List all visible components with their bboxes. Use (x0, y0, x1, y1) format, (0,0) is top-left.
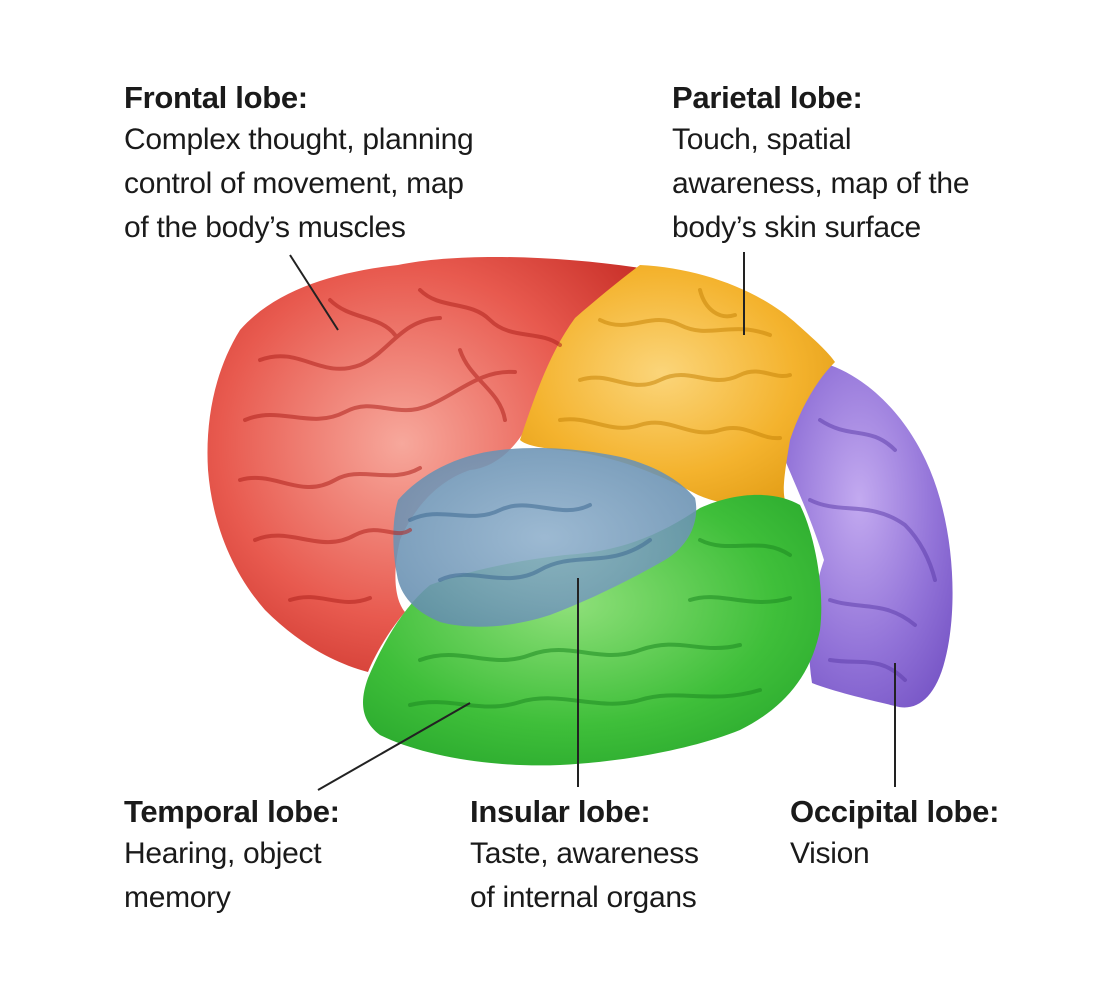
temporal-desc-line: Hearing, object (124, 837, 322, 870)
temporal-lobe-title: Temporal lobe: (124, 794, 340, 829)
frontal-leader-line (289, 254, 339, 331)
frontal-lobe-title: Frontal lobe: (124, 80, 308, 115)
frontal-desc-line: control of movement, map (124, 167, 464, 200)
temporal-leader-line (317, 702, 471, 791)
parietal-desc-line: Touch, spatial (672, 123, 852, 156)
occipital-desc-line: Vision (790, 837, 870, 870)
occipital-lobe-label: Occipital lobe: Vision (790, 792, 999, 876)
insular-lobe-label: Insular lobe: Taste, awareness of intern… (470, 792, 699, 920)
frontal-desc-line: of the body’s muscles (124, 211, 406, 244)
temporal-lobe-description: Hearing, object memory (124, 832, 340, 920)
parietal-desc-line: body’s skin surface (672, 211, 921, 244)
frontal-lobe-description: Complex thought, planning control of mov… (124, 118, 474, 250)
leader-lines (289, 252, 896, 791)
parietal-lobe-region (520, 265, 835, 505)
occipital-lobe-title: Occipital lobe: (790, 794, 1000, 829)
parietal-desc-line: awareness, map of the (672, 167, 970, 200)
insular-lobe-region (393, 447, 697, 627)
temporal-desc-line: memory (124, 881, 231, 914)
frontal-lobe-label: Frontal lobe: Complex thought, planning … (124, 78, 474, 250)
parietal-lobe-title: Parietal lobe: (672, 80, 863, 115)
parietal-lobe-description: Touch, spatial awareness, map of the bod… (672, 118, 970, 250)
insular-desc-line: of internal organs (470, 881, 697, 914)
occipital-lobe-description: Vision (790, 832, 999, 876)
insular-lobe-description: Taste, awareness of internal organs (470, 832, 699, 920)
temporal-lobe-label: Temporal lobe: Hearing, object memory (124, 792, 340, 920)
brain-folds (238, 288, 937, 709)
insular-lobe-title: Insular lobe: (470, 794, 651, 829)
frontal-desc-line: Complex thought, planning (124, 123, 474, 156)
insular-desc-line: Taste, awareness (470, 837, 699, 870)
frontal-lobe-region (207, 256, 640, 672)
parietal-lobe-label: Parietal lobe: Touch, spatial awareness,… (672, 78, 970, 250)
